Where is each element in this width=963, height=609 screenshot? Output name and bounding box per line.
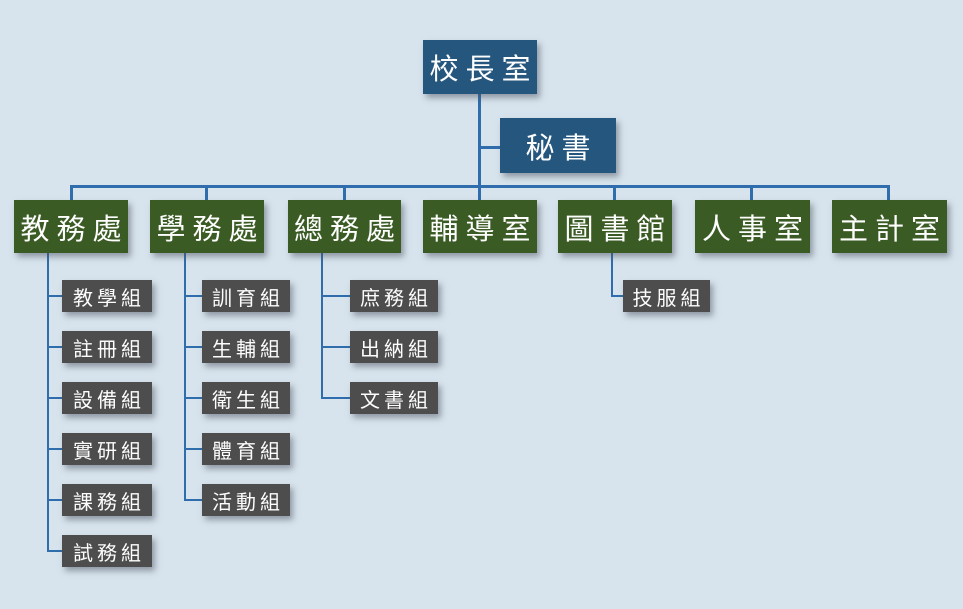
- connector-dept-stub: [887, 185, 890, 200]
- connector-child-stub: [47, 295, 62, 297]
- section-registration: 註冊組: [62, 331, 152, 363]
- dept-general-affairs: 總務處: [288, 200, 401, 253]
- connector-child-stub: [184, 499, 202, 501]
- connector-child-stub: [321, 295, 350, 297]
- dept-accounting-office: 主計室: [832, 200, 947, 253]
- connector-row-line: [70, 185, 890, 188]
- connector-child-stub: [47, 448, 62, 450]
- connector-dept-stub: [750, 185, 753, 200]
- connector-child-stub: [184, 346, 202, 348]
- section-health: 衛生組: [202, 382, 290, 414]
- connector-child-stub: [321, 346, 350, 348]
- section-student-guidance: 生輔組: [202, 331, 290, 363]
- section-cashier: 出納組: [350, 331, 438, 363]
- dept-academic-affairs: 教務處: [14, 200, 128, 253]
- connector-group-drop: [611, 253, 613, 297]
- connector-dept-stub: [70, 185, 73, 200]
- section-equipment: 設備組: [62, 382, 152, 414]
- connector-root-drop: [478, 94, 481, 200]
- node-secretary: 秘書: [500, 118, 616, 173]
- connector-secretary-stub: [480, 146, 502, 149]
- connector-group-drop: [321, 253, 323, 398]
- connector-child-stub: [611, 295, 623, 297]
- section-research: 實研組: [62, 433, 152, 465]
- section-examinations: 試務組: [62, 535, 152, 567]
- connector-child-stub: [47, 499, 62, 501]
- section-documents: 文書組: [350, 382, 438, 414]
- connector-child-stub: [47, 550, 62, 552]
- section-activities: 活動組: [202, 484, 290, 516]
- connector-dept-stub: [613, 185, 616, 200]
- connector-child-stub: [47, 397, 62, 399]
- connector-dept-stub: [343, 185, 346, 200]
- node-principal-office: 校長室: [423, 40, 537, 94]
- dept-library: 圖書館: [558, 200, 672, 253]
- connector-child-stub: [321, 397, 350, 399]
- section-teaching: 教學組: [62, 280, 152, 312]
- dept-student-affairs: 學務處: [150, 200, 264, 253]
- connector-group-drop: [47, 253, 49, 551]
- connector-child-stub: [184, 448, 202, 450]
- section-technical-services: 技服組: [623, 280, 710, 312]
- connector-child-stub: [184, 295, 202, 297]
- section-physical-education: 體育組: [202, 433, 290, 465]
- section-discipline: 訓育組: [202, 280, 290, 312]
- connector-child-stub: [184, 397, 202, 399]
- connector-dept-stub: [205, 185, 208, 200]
- dept-counseling-office: 輔導室: [423, 200, 537, 253]
- connector-group-drop: [184, 253, 186, 500]
- section-curriculum: 課務組: [62, 484, 152, 516]
- dept-personnel-office: 人事室: [695, 200, 810, 253]
- section-general-services: 庶務組: [350, 280, 438, 312]
- connector-child-stub: [47, 346, 62, 348]
